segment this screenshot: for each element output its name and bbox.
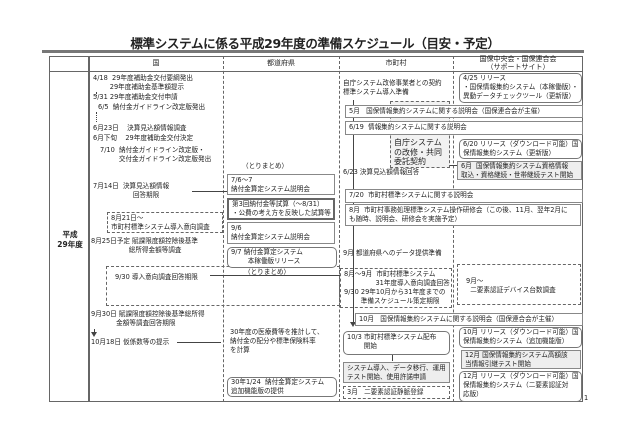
todofuken-box: 9/6 納付金算定システム説明会 xyxy=(227,222,335,244)
schedule-table xyxy=(49,56,583,402)
arrow-line xyxy=(450,165,458,166)
arrow-line xyxy=(94,329,95,333)
arrow-line xyxy=(392,355,393,361)
header-kokuho: 国保中央会・国保連合会 （サポートサイト） xyxy=(479,55,557,71)
header-kuni: 国 xyxy=(152,58,160,67)
shichoson-dashed-box: 3月 二要素認証静脈登録 xyxy=(343,386,450,399)
kuni-item: 7月14日 決算見込額情報 回答期限 xyxy=(93,182,170,199)
kokuho-box: 12月 リリース（ダウンロード可能）国 保情報集約システム（二要素認証対 応版） xyxy=(459,371,582,402)
todofuken-box: 9/7 納付金算定システム 本稼働版リリース xyxy=(227,247,337,268)
row-label-fiscal-year: 平成 29年度 xyxy=(57,230,83,249)
spanning-box: 8月 市町村事務処理標準システム操作研修会（この後、11月、翌年2月に も随時、… xyxy=(345,204,581,226)
kuni-item: 4/18 29年度補助金交付要綱発出 29年度補助金基準額提示 xyxy=(93,74,193,91)
arrow-down-icon xyxy=(91,332,97,337)
kuni-item: 10月18日 仮係数等の提示 xyxy=(91,338,170,346)
arrow-down-icon xyxy=(350,322,356,327)
torimatome-label: （とりまとめ） xyxy=(242,162,289,170)
kuni-item: 6月23日 決算見込額情報調査 xyxy=(93,124,187,132)
todofuken-item: 30年度の医療費等を推計して、 納付金の配分や標準保険料率 を計算 xyxy=(230,328,324,354)
column-divider xyxy=(453,56,454,402)
arrow-line xyxy=(210,275,340,276)
kuni-item: 6月下旬 29年度補助金交付決定 xyxy=(93,134,194,142)
arrow-line xyxy=(96,112,98,122)
kuni-item: 8月25日予定 賦課限度額控除後基準 総所得金額等調査 xyxy=(91,237,198,254)
column-divider xyxy=(88,56,90,402)
arrow-line xyxy=(177,342,221,343)
header-todofuken: 都道府県 xyxy=(267,58,295,67)
shichoson-item: 6/23 決算見込額情報回答 xyxy=(343,168,420,176)
kuni-item: 6/5 納付金ガイドライン改定版発出 xyxy=(98,103,206,111)
kokuho-box: 6月 国保情報集約システム資格情報 取込・資格継続・世帯継続テスト開始 xyxy=(457,161,582,180)
arrow-line xyxy=(192,191,228,192)
page-title: 標準システムに係る平成29年度の準備スケジュール（目安・予定） xyxy=(130,36,500,51)
todofuken-box: 30年1/24 納付金算定システム 追加機能版の提供 xyxy=(227,377,337,397)
todofuken-box: 7/6～7 納付金算定システム説明会 xyxy=(227,174,335,195)
kokuho-box: 12月 国保情報集約システム高額該 当情報引継テスト開始 xyxy=(461,350,581,369)
shichoson-item: 自庁システム改修事業者との契約 標準システム導入準備 xyxy=(343,79,442,96)
kokuho-box: 10月 リリース（ダウンロード可能）国 保情報集約システム（追加機能版） xyxy=(459,327,582,348)
kuni-item: 5/31 29年度補助金交付申請 xyxy=(93,93,178,101)
torimatome-label: （とりまとめ） xyxy=(244,268,291,276)
spanning-box: 5月 国保情報集約システムに関する説明会（国保連合会が主催） xyxy=(345,105,583,118)
kokuho-dashed-box: 9月～ 二要素認証デバイス台数調査 xyxy=(457,264,581,305)
kuni-dashed-box: 9/30 導入意向調査回答期限 xyxy=(106,266,340,306)
header-divider xyxy=(49,71,583,72)
header-shichoson: 市町村 xyxy=(385,58,407,67)
column-divider xyxy=(223,56,224,402)
title-rule xyxy=(42,50,584,53)
kokuho-box: 6/20 リリース（ダウンロード可能）国 保情報集約システム（更新版） xyxy=(459,139,582,159)
spanning-box: 10月 国保情報集約システムに関する説明会（国保連合会が主催） xyxy=(355,313,583,326)
arrow-line xyxy=(96,92,98,96)
todofuken-box: 第3回納付金等試算（～8/31） ・公費の考え方を反映した試算等 xyxy=(227,198,335,220)
shichoson-item: 9月 都道府県へのデータ提供準備 xyxy=(343,249,442,257)
shichoson-box: 10/3 市町村標準システム配布 開始 xyxy=(343,331,450,355)
page-number: 1 xyxy=(584,394,589,402)
column-divider xyxy=(339,56,340,402)
shichoson-dashed-box: 8月～9月 市町村標準システム 31年度導入意向調査回答 9/30 29年10月… xyxy=(340,268,452,308)
shichoson-box: システム導入、データ移行、運用 テスト開始、使用許諾申請 xyxy=(343,362,450,383)
kokuho-box: 4/25 リリース ・国保情報集約システム（本稼働版）・ 異動データチェックツー… xyxy=(459,73,582,103)
spanning-box: 7/20 市町村標準システムに関する説明会 xyxy=(345,189,583,203)
kuni-dashed-box: 8月21日～ 市町村標準システム導入意向調査 xyxy=(107,212,223,233)
spanning-box: 6/19 情報集約システムに関する説明会 xyxy=(345,121,583,135)
kuni-item: 9月30日 賦課限度額控除後基準総所得 金額等調査回答期限 xyxy=(91,310,205,327)
kuni-item: 7/10 納付金ガイドライン改定版・ 交付金ガイドライン改定版発出 xyxy=(100,146,212,163)
